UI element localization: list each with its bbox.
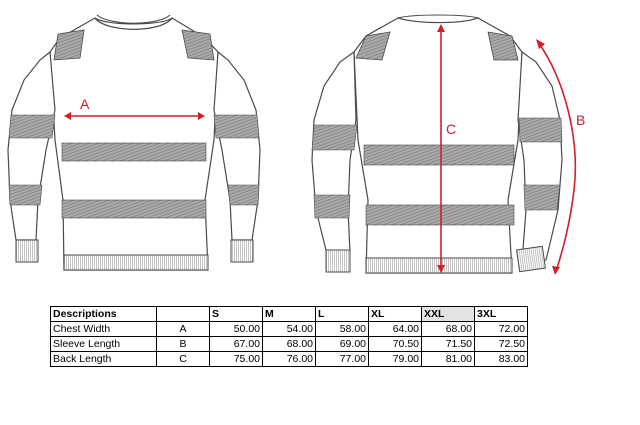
back-length-arrow-bottom <box>437 265 445 273</box>
table-header-row: Descriptions S M L XL XXL 3XL <box>50 306 528 322</box>
row-value: 50.00 <box>209 321 263 337</box>
back-right-cuff <box>516 245 546 273</box>
header-code <box>156 306 210 322</box>
row-value: 68.00 <box>421 321 475 337</box>
row-value: 71.50 <box>421 336 475 352</box>
sleeve-length-measure-curve <box>537 41 577 273</box>
row-value: 67.00 <box>209 336 263 352</box>
back-right-shoulder-tape <box>487 31 519 61</box>
back-left-shoulder-tape <box>355 31 391 61</box>
chest-arrow-left <box>64 112 71 120</box>
front-right-shoulder-tape <box>181 29 215 61</box>
row-value: 68.00 <box>262 336 316 352</box>
front-right-sleeve-stripe-1 <box>213 114 260 139</box>
row-value: 83.00 <box>474 351 528 367</box>
header-size: 3XL <box>474 306 528 322</box>
measure-label-c: C <box>446 121 457 137</box>
header-size: XXL <box>421 306 475 322</box>
row-value: 64.00 <box>368 321 422 337</box>
back-right-sleeve-stripe-2 <box>523 184 561 211</box>
sleeve-arrow-top <box>536 39 545 49</box>
header-size: L <box>315 306 369 322</box>
header-size: XL <box>368 306 422 322</box>
row-code: B <box>156 336 210 352</box>
front-torso-stripe-2 <box>61 199 207 219</box>
back-right-sleeve <box>517 50 563 263</box>
row-description: Chest Width <box>50 321 157 337</box>
back-view <box>311 14 577 275</box>
row-value: 76.00 <box>262 351 316 367</box>
front-right-sleeve <box>213 50 261 241</box>
back-collar <box>395 14 480 24</box>
row-description: Back Length <box>50 351 157 367</box>
front-view <box>7 14 261 271</box>
back-left-cuff <box>325 249 351 273</box>
measure-label-a: A <box>80 96 90 112</box>
row-value: 72.50 <box>474 336 528 352</box>
garment-illustration <box>7 14 577 275</box>
back-left-sleeve <box>311 50 357 253</box>
row-value: 58.00 <box>315 321 369 337</box>
measure-label-b: B <box>576 112 586 128</box>
header-descriptions: Descriptions <box>50 306 157 322</box>
front-right-sleeve-stripe-2 <box>227 184 260 206</box>
table-row: Chest Width A 50.00 54.00 58.00 64.00 68… <box>50 321 528 337</box>
row-description: Sleeve Length <box>50 336 157 352</box>
row-value: 54.00 <box>262 321 316 337</box>
front-right-cuff <box>230 239 254 263</box>
front-left-sleeve <box>7 50 56 241</box>
back-length-arrow-top <box>437 24 445 32</box>
back-right-sleeve-stripe-1 <box>518 117 563 143</box>
row-value: 77.00 <box>315 351 369 367</box>
table-row: Back Length C 75.00 76.00 77.00 79.00 81… <box>50 351 528 367</box>
front-hem <box>63 254 209 271</box>
front-collar <box>94 14 173 30</box>
size-chart-table: Descriptions S M L XL XXL 3XL Chest Widt… <box>50 306 528 367</box>
front-left-shoulder-tape <box>53 29 85 61</box>
row-value: 79.00 <box>368 351 422 367</box>
row-value: 69.00 <box>315 336 369 352</box>
chest-arrow-right <box>198 112 205 120</box>
back-torso-stripe-1 <box>363 144 515 166</box>
row-value: 75.00 <box>209 351 263 367</box>
row-value: 70.50 <box>368 336 422 352</box>
row-code: C <box>156 351 210 367</box>
front-left-cuff <box>15 239 39 263</box>
row-code: A <box>156 321 210 337</box>
back-left-sleeve-stripe-1 <box>311 124 358 151</box>
sleeve-arrow-bottom <box>552 266 560 275</box>
row-value: 72.00 <box>474 321 528 337</box>
header-size: M <box>262 306 316 322</box>
header-size: S <box>209 306 263 322</box>
front-left-sleeve-stripe-1 <box>8 114 56 139</box>
back-left-sleeve-stripe-2 <box>313 194 351 219</box>
front-left-sleeve-stripe-2 <box>8 184 43 206</box>
front-torso-stripe-1 <box>61 142 207 162</box>
table-row: Sleeve Length B 67.00 68.00 69.00 70.50 … <box>50 336 528 352</box>
row-value: 81.00 <box>421 351 475 367</box>
back-torso-stripe-2 <box>365 204 515 226</box>
